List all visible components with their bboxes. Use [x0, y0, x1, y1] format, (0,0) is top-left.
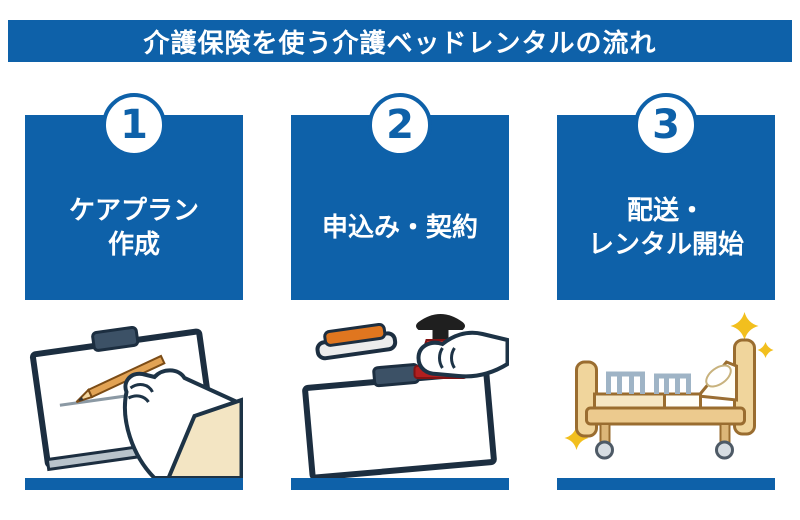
writing-hand-clipboard-icon: [29, 325, 243, 478]
step-1-number: 1: [120, 102, 148, 148]
step-3-number-badge: 3: [634, 93, 698, 157]
page-title: 介護保険を使う介護ベッドレンタルの流れ: [8, 20, 792, 62]
step-3-illustration: [557, 300, 775, 478]
step-3-number: 3: [652, 102, 680, 148]
step-3-label: 配送・ レンタル開始: [587, 195, 744, 260]
stamping-hand-clipboard-icon: [302, 314, 509, 478]
step-1-label: ケアプラン 作成: [68, 195, 199, 260]
step-card-2: 2 申込み・契約: [291, 93, 509, 490]
step-card-3: 3 配送・ レンタル開始: [557, 93, 775, 490]
step-2-number: 2: [386, 102, 414, 148]
step-2-label-area: 申込み・契約: [322, 157, 478, 300]
step-1-illustration: [25, 300, 243, 478]
step-3-label-area: 配送・ レンタル開始: [588, 157, 744, 300]
step-1-number-badge: 1: [102, 93, 166, 157]
step-1-label-area: ケアプラン 作成: [69, 157, 199, 300]
steps-row: 1 ケアプラン 作成: [0, 93, 800, 490]
step-2-illustration: [291, 300, 509, 478]
care-bed-sparkles-icon: [564, 312, 774, 460]
sparkle-icon: [564, 312, 774, 450]
page-title-text: 介護保険を使う介護ベッドレンタルの流れ: [143, 28, 657, 59]
step-2-number-badge: 2: [368, 93, 432, 157]
step-2-label: 申込み・契約: [321, 212, 478, 243]
step-card-1: 1 ケアプラン 作成: [25, 93, 243, 490]
